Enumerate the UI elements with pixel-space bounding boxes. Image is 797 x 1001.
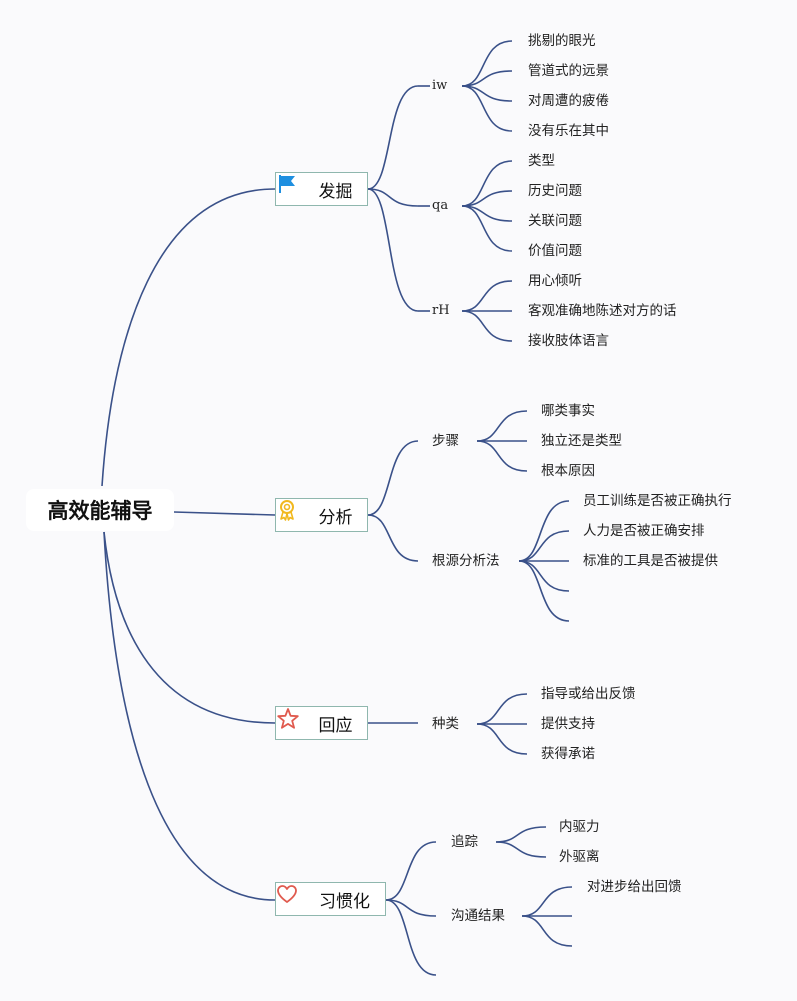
root-connector (103, 531, 276, 901)
leaf-item[interactable]: 关联问题 (528, 213, 582, 229)
leaf-connector (521, 915, 573, 947)
leaf-connector (461, 205, 513, 252)
leaf-connector (461, 40, 513, 87)
leaf-connector (495, 841, 547, 858)
leaf-item[interactable]: 用心倾听 (528, 273, 582, 289)
leaf-item[interactable]: 外驱离 (559, 849, 600, 865)
flag-icon (279, 175, 313, 200)
leaf-item[interactable]: 价值问题 (528, 243, 582, 259)
leaf-item[interactable]: 对周遭的疲倦 (528, 93, 609, 109)
leaf-connector (476, 410, 528, 442)
branch-connector (385, 899, 437, 976)
leaf-connector (518, 500, 570, 562)
subtopic-qa[interactable]: qa (432, 198, 449, 213)
leaf-connector (495, 826, 547, 843)
topic-label: 习惯化 (319, 891, 370, 912)
leaf-item[interactable]: 根本原因 (541, 463, 595, 479)
subtopic-rh[interactable]: rH (432, 303, 450, 318)
leaf-item[interactable]: 接收肢体语言 (528, 333, 609, 349)
leaf-item[interactable]: 没有乐在其中 (528, 123, 609, 139)
subtopic-tracking[interactable]: 追踪 (451, 834, 478, 850)
topic-respond[interactable]: 回应 (275, 706, 368, 740)
leaf-item[interactable]: 指导或给出反馈 (541, 686, 636, 702)
subtopic-steps[interactable]: 步骤 (432, 433, 459, 449)
leaf-connector (476, 440, 528, 472)
root-connector (101, 188, 276, 487)
branch-connector (367, 188, 419, 207)
topic-label: 分析 (318, 507, 353, 528)
heart-icon (277, 885, 313, 910)
leaf-item[interactable]: 哪类事实 (541, 403, 595, 419)
topic-discover[interactable]: 发掘 (275, 172, 368, 206)
leaf-connector (518, 560, 570, 592)
leaf-item[interactable]: 人力是否被正确安排 (583, 523, 705, 539)
leaf-connector (461, 85, 513, 132)
subtopic-types[interactable]: 种类 (432, 716, 459, 732)
leaf-connector (461, 160, 513, 207)
leaf-item[interactable]: 内驱力 (559, 819, 600, 835)
branch-connector (367, 188, 419, 312)
leaf-item[interactable]: 标准的工具是否被提供 (583, 553, 718, 569)
topic-habituate[interactable]: 习惯化 (275, 882, 386, 916)
subtopic-communicate[interactable]: 沟通结果 (451, 908, 505, 924)
subtopic-root-cause[interactable]: 根源分析法 (432, 553, 500, 569)
branch-connector (385, 841, 437, 901)
leaf-item[interactable]: 类型 (528, 153, 555, 169)
star-icon (277, 708, 313, 734)
topic-label: 回应 (318, 715, 353, 736)
leaf-connector (476, 693, 528, 725)
branch-connector (367, 85, 419, 190)
leaf-connector (461, 310, 513, 342)
branch-connector (367, 440, 419, 516)
award-ribbon-icon (280, 500, 313, 526)
leaf-connector (521, 886, 573, 917)
leaf-item[interactable]: 历史问题 (528, 183, 582, 199)
leaf-item[interactable]: 挑剔的眼光 (528, 33, 596, 49)
leaf-item[interactable]: 管道式的远景 (528, 63, 609, 79)
leaf-item[interactable]: 独立还是类型 (541, 433, 622, 449)
branch-connector (367, 514, 419, 562)
leaf-connector (476, 723, 528, 755)
root-connector (103, 531, 276, 724)
root-connector (173, 511, 276, 516)
leaf-connector (461, 280, 513, 312)
branch-connector (385, 899, 437, 917)
leaf-item[interactable]: 客观准确地陈述对方的话 (528, 303, 677, 319)
leaf-item[interactable]: 提供支持 (541, 716, 595, 732)
subtopic-iw[interactable]: iw (432, 78, 448, 93)
root-topic-label: 高效能辅导 (47, 499, 153, 523)
leaf-item[interactable]: 对进步给出回馈 (587, 879, 682, 895)
leaf-item[interactable]: 员工训练是否被正确执行 (583, 493, 732, 509)
leaf-connector (518, 560, 570, 622)
topic-analyze[interactable]: 分析 (275, 498, 368, 532)
leaf-connector (518, 530, 570, 562)
leaf-item[interactable]: 获得承诺 (541, 746, 595, 762)
root-topic[interactable]: 高效能辅导 (26, 489, 174, 531)
topic-label: 发掘 (318, 181, 353, 202)
